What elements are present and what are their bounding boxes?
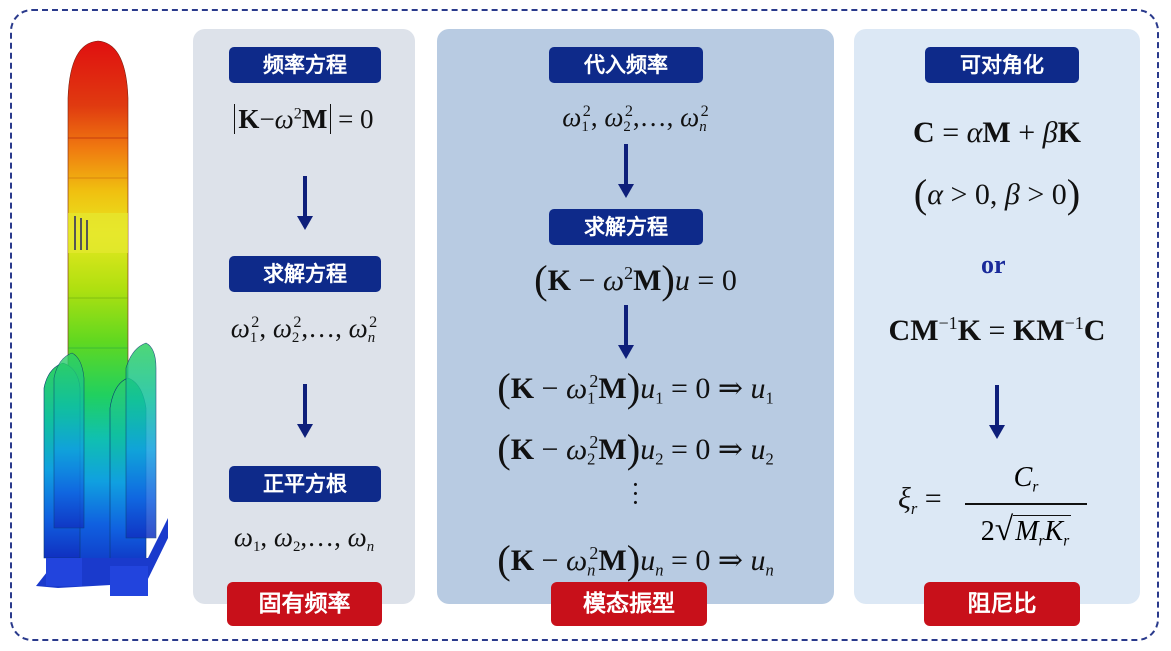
label-solve-equation-2: 求解方程 — [549, 209, 703, 245]
label-positive-square-root: 正平方根 — [229, 466, 381, 502]
eq-mode-n: (K − ωn2M)un = 0 ⇒ un — [497, 537, 774, 582]
label-substitute-frequency: 代入频率 — [549, 47, 703, 83]
eq-mode-1: (K − ω12M)u1 = 0 ⇒ u1 — [497, 365, 774, 410]
or-text: or — [981, 250, 1006, 279]
eq-frequency-equation: K−ω2M = 0 — [193, 104, 415, 135]
natural-frequency-panel — [193, 29, 415, 604]
eq-omega-squared-list-1: ω12, ω22,…, ωn2 — [230, 313, 378, 347]
rocket-fem-model-image — [36, 40, 168, 596]
eq-mode-equation: (K − ω2M)u = 0 — [534, 257, 737, 302]
eq-omega-squared-list-2: ω12, ω22,…, ωn2 — [562, 102, 709, 136]
mode-shape-panel — [437, 29, 834, 604]
damping-panel — [854, 29, 1140, 604]
eq-rayleigh-damping: C = αM + βK — [913, 116, 1081, 149]
eq-alpha-beta-condition: (α > 0, β > 0) — [913, 171, 1081, 216]
label-frequency-equation: 频率方程 — [229, 47, 381, 83]
label-damping-ratio: 阻尼比 — [924, 582, 1080, 626]
eq-mode-2: (K − ω22M)u2 = 0 ⇒ u2 — [497, 426, 774, 471]
eq-omega-list: ω1, ω2,…, ωn — [233, 522, 375, 556]
label-solve-equation-1: 求解方程 — [229, 256, 381, 292]
label-mode-shape: 模态振型 — [551, 582, 707, 626]
vertical-ellipsis: ··· — [631, 470, 640, 517]
dashed-frame — [10, 9, 1159, 641]
label-diagonalizable: 可对角化 — [925, 47, 1079, 83]
eq-caughey-condition: CM−1K = KM−1C — [888, 313, 1106, 347]
label-natural-frequency: 固有频率 — [227, 582, 382, 626]
